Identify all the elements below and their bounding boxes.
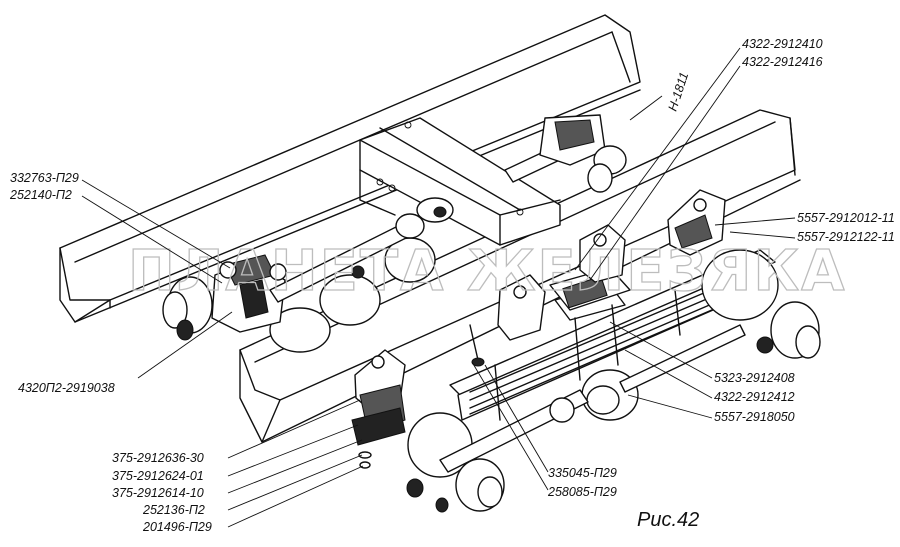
label-4320p2-2919038: 4320П2-2919038 bbox=[18, 381, 115, 395]
spring-bracket-mid bbox=[579, 224, 626, 283]
label-252140-p2: 252140-П2 bbox=[9, 188, 72, 202]
label-5557-2912122-11: 5557-2912122-11 bbox=[797, 230, 895, 244]
label-375-2912624-01: 375-2912624-01 bbox=[112, 469, 204, 483]
left-spring-bracket bbox=[211, 254, 287, 333]
u-bolts bbox=[494, 289, 681, 421]
reaction-rod-lower bbox=[439, 324, 746, 473]
spring-bracket-low bbox=[351, 349, 406, 446]
fastener-stack bbox=[358, 324, 485, 469]
label-258085-p29: 258085-П29 bbox=[547, 485, 617, 499]
watermark-text: ПЛАНЕТА ЖЕЛЕЗЯКА bbox=[128, 239, 846, 304]
mid-bushing bbox=[416, 197, 454, 223]
reaction-rod-upper bbox=[269, 213, 425, 303]
leader-lines bbox=[81, 47, 796, 528]
label-375-2912614-10: 375-2912614-10 bbox=[112, 486, 204, 500]
right-hub-rear bbox=[701, 249, 821, 359]
reaction-rod-top bbox=[504, 114, 627, 193]
spring-bracket-front bbox=[497, 274, 546, 341]
label-201496-p29: 201496-П29 bbox=[142, 520, 212, 534]
label-332763-p29: 332763-П29 bbox=[10, 171, 79, 185]
label-4322-2912410: 4322-2912410 bbox=[742, 37, 823, 51]
left-hub-assembly bbox=[162, 237, 436, 353]
spring-bracket-rear bbox=[667, 189, 726, 256]
label-5323-2912408: 5323-2912408 bbox=[714, 371, 795, 385]
label-252136-p2: 252136-П2 bbox=[142, 503, 205, 517]
label-335045-p29: 335045-П29 bbox=[548, 466, 617, 480]
label-5557-2918050: 5557-2918050 bbox=[714, 410, 795, 424]
label-4322-2912412: 4322-2912412 bbox=[714, 390, 795, 404]
front-hub bbox=[406, 412, 505, 513]
part-labels: Н-1811 4322-2912410 4322-2912416 332763-… bbox=[9, 37, 895, 534]
cross-member bbox=[359, 117, 561, 246]
label-375-2912636-30: 375-2912636-30 bbox=[112, 451, 204, 465]
label-5557-2912012-11: 5557-2912012-11 bbox=[797, 211, 895, 225]
label-n1811: Н-1811 bbox=[666, 70, 692, 112]
figure-caption: Рис.42 bbox=[637, 509, 699, 531]
label-4322-2912416: 4322-2912416 bbox=[742, 55, 823, 69]
